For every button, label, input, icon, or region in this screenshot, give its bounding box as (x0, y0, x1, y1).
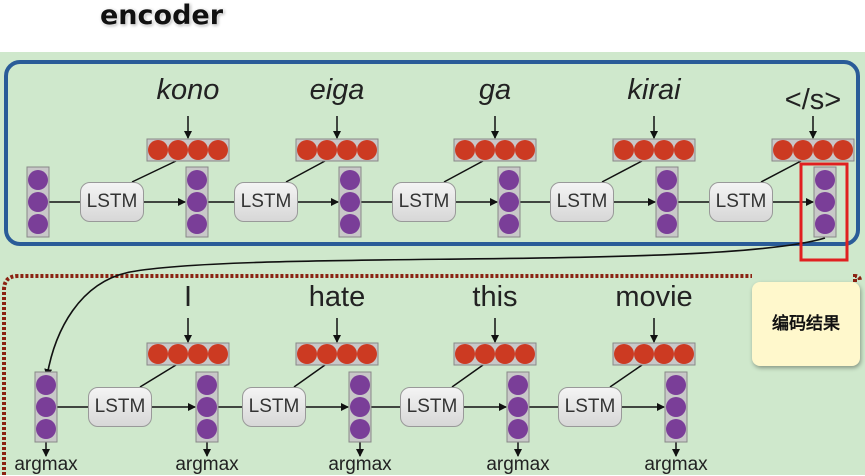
encoder-hidden-state (338, 166, 362, 238)
encoder-embed-link (131, 160, 177, 183)
encoder-input-word: ga (478, 74, 512, 106)
encoder-input-word: eiga (309, 74, 365, 106)
encoder-embed-link (601, 160, 643, 183)
encoder-embedding (453, 138, 537, 162)
encoder-input-word: </s> (784, 84, 842, 116)
encoder-embed-link (760, 160, 802, 183)
decoder-embedding (146, 342, 230, 366)
decoder-embed-link (293, 364, 326, 388)
decoder-argmax-label: argmax (14, 454, 78, 475)
encoder-initial-state (26, 166, 50, 238)
encoder-hidden-state (185, 166, 209, 238)
encoder-title: encoder (100, 0, 224, 31)
encoder-panel (4, 60, 860, 246)
decoder-hidden-state (348, 371, 372, 443)
encoder-embedding (146, 138, 230, 162)
encoder-embedding (771, 138, 855, 162)
decoder-lstm-cell: LSTM (242, 387, 306, 427)
context-transfer-arrow (44, 237, 826, 377)
decoder-embedding (612, 342, 696, 366)
decoder-input-word: I (183, 281, 193, 313)
decoder-argmax-label: argmax (175, 454, 239, 475)
decoder-embedding (453, 342, 537, 366)
encoder-embedding (612, 138, 696, 162)
decoder-input-word: movie (615, 281, 693, 313)
encoder-embed-link (443, 160, 484, 183)
decoder-lstm-cell: LSTM (558, 387, 622, 427)
encoder-embed-link (285, 160, 326, 183)
decoder-panel-right (853, 273, 862, 282)
decoder-input-word: this (472, 281, 518, 313)
decoder-hidden-state (34, 371, 58, 443)
decoder-lstm-cell: LSTM (88, 387, 152, 427)
encoder-input-word: kono (156, 74, 220, 106)
decoder-embed-link (451, 364, 484, 388)
decoder-hidden-state (195, 371, 219, 443)
decoder-hidden-state (664, 371, 688, 443)
decoder-lstm-cell: LSTM (400, 387, 464, 427)
encoder-hidden-state (497, 166, 521, 238)
decoder-input-word: hate (308, 281, 366, 313)
encoder-final-state (813, 166, 837, 238)
decoder-hidden-state (506, 371, 530, 443)
decoder-argmax-label: argmax (644, 454, 708, 475)
decoder-embedding (295, 342, 379, 366)
encoder-lstm-cell: LSTM (80, 182, 144, 222)
decoder-embed-link (609, 364, 643, 388)
encoder-embedding (295, 138, 379, 162)
decoder-panel (2, 274, 752, 475)
encoder-lstm-cell: LSTM (550, 182, 614, 222)
encoded-result-highlight (799, 162, 849, 262)
encoder-lstm-cell: LSTM (709, 182, 773, 222)
encoder-lstm-cell: LSTM (392, 182, 456, 222)
encoder-lstm-cell: LSTM (234, 182, 298, 222)
decoder-argmax-label: argmax (328, 454, 392, 475)
encoder-hidden-state (655, 166, 679, 238)
encoder-input-word: kirai (627, 74, 681, 106)
decoder-embed-link (139, 364, 177, 388)
decoder-argmax-label: argmax (486, 454, 550, 475)
encoded-result-callout: 编码结果 (752, 282, 860, 366)
